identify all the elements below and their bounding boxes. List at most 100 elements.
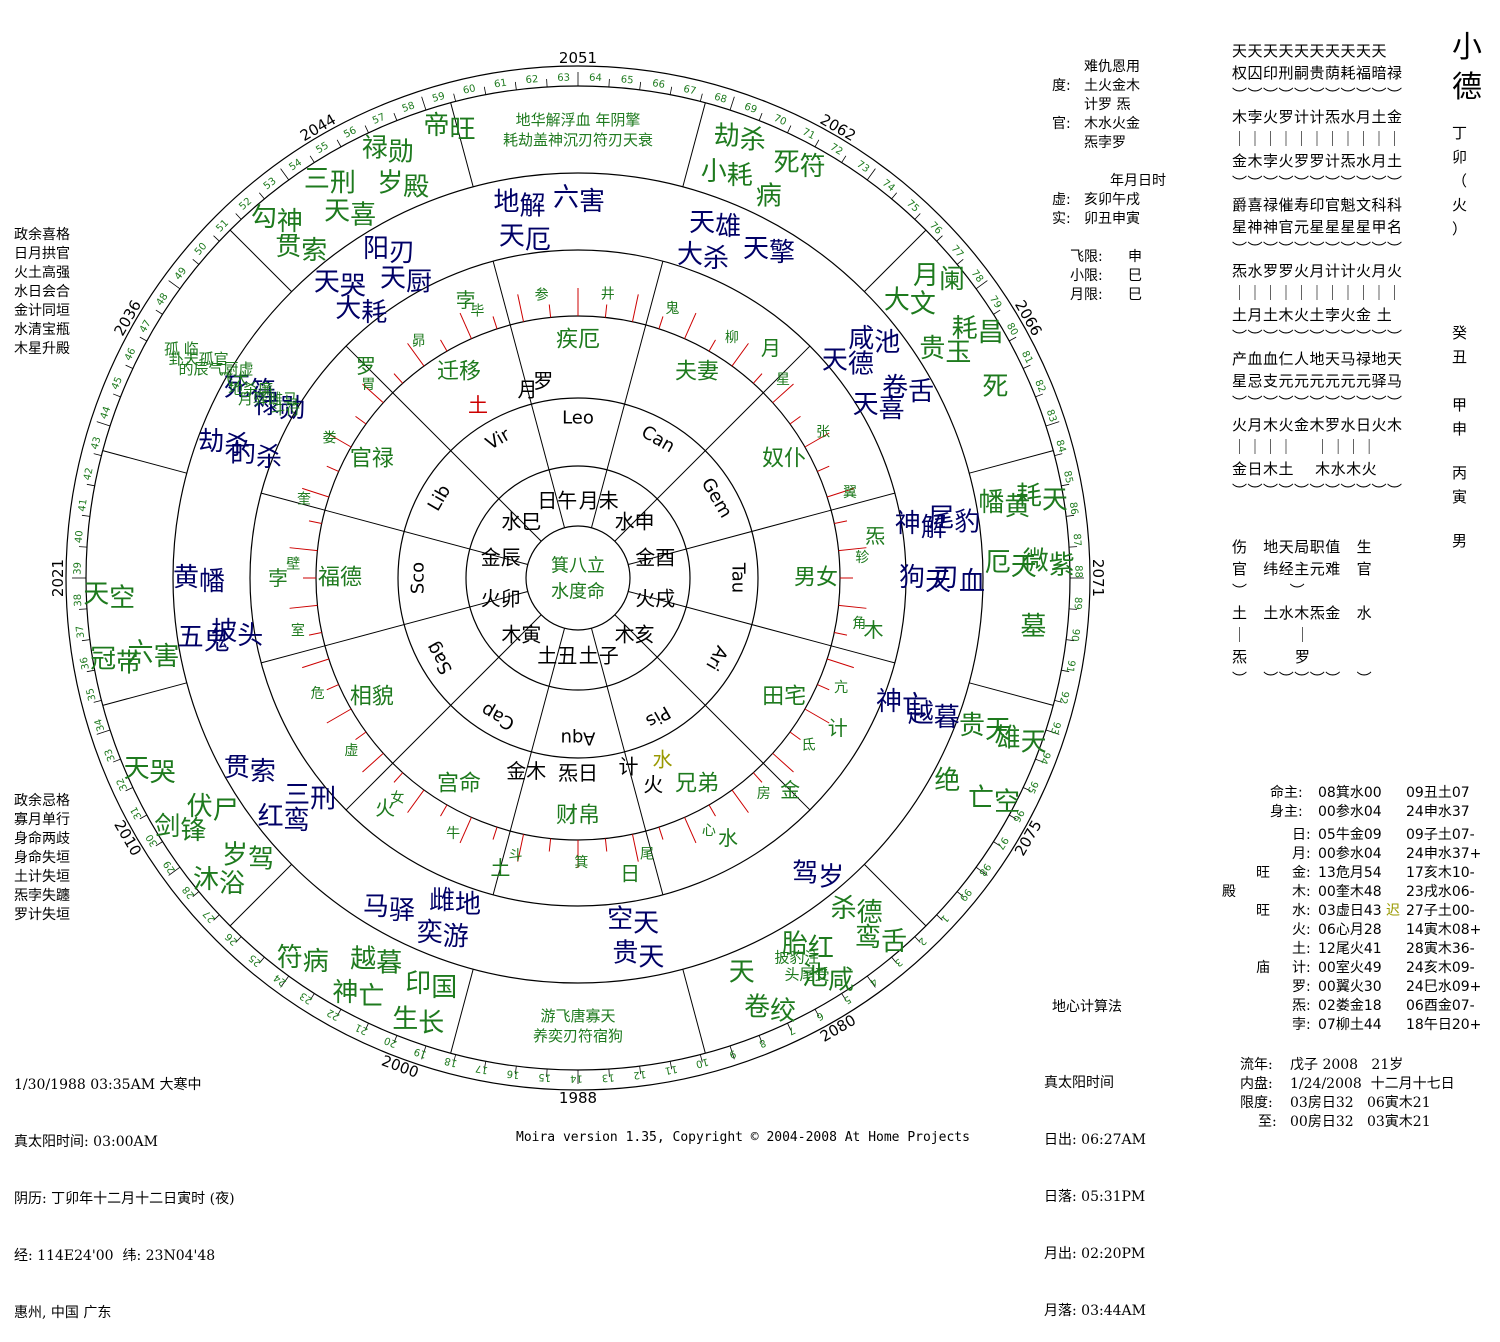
house-outer-divider: [682, 102, 706, 187]
house-star: 亡: [902, 691, 928, 721]
house-star: 死: [224, 373, 250, 403]
copyright: Moira version 1.35, Copyright © 2004-200…: [516, 1130, 970, 1145]
palace-divider: [590, 628, 647, 832]
mansion-tick: [817, 684, 830, 691]
mansion-tick: [459, 312, 472, 339]
planet-label: 火:: [1292, 922, 1311, 938]
year-label: 2075: [1011, 817, 1046, 859]
year-label: 2036: [110, 297, 145, 339]
outer-tick: [213, 235, 220, 242]
outer-tick: [956, 258, 964, 265]
outer-tick: [453, 93, 457, 102]
outer-number: 67: [682, 84, 697, 98]
palace-grid-row: 官 纬经主元难 官: [1232, 560, 1373, 578]
house-star: 马: [363, 892, 389, 922]
house-outer-divider: [450, 102, 474, 187]
mansion-tick: [684, 312, 697, 339]
mansion-label: 尾: [640, 847, 654, 863]
planet-pos-2: 14寅木08+: [1406, 922, 1482, 938]
house-star: 锋: [180, 816, 206, 846]
left-bad-patterns: 政余忌格寡月单行身命两歧身命失垣土计失垣炁孛失躔罗计失垣: [14, 792, 70, 925]
mansion-tick: [752, 772, 763, 783]
zodiac-sign: Leo: [562, 408, 594, 429]
house-star: 禄: [253, 390, 279, 420]
house-star: 空: [109, 583, 135, 613]
outer-tick: [364, 1023, 369, 1031]
location: 惠州, 中国 广东: [14, 1305, 112, 1321]
outer-tick: [1035, 393, 1044, 398]
palace-divider: [392, 614, 542, 764]
palace-grid-row: 伤 地天局职值 生: [1232, 538, 1373, 556]
house-star: 杀: [703, 244, 729, 274]
planet-pos-2: 09子土07-: [1406, 827, 1475, 843]
outer-number: 88: [1072, 565, 1083, 578]
palace-name: 福德: [318, 566, 362, 591]
mansion-tick: [362, 752, 384, 773]
zodiac-sign: Pis: [642, 701, 674, 732]
house-outer-divider: [682, 969, 706, 1054]
house-star: 害: [579, 187, 605, 217]
outer-tick: [155, 309, 163, 315]
pattern-bad: 罗计失垣: [14, 907, 70, 923]
mansion-tick: [355, 415, 367, 425]
outer-tick: [1066, 514, 1075, 517]
house-star: 尸: [213, 796, 239, 826]
mansion-tick: [731, 789, 749, 813]
outer-tick: [86, 669, 95, 673]
mansion-label: 张: [816, 425, 830, 441]
mansion-tick: [772, 752, 794, 773]
house-minor-star: 养奕刃符宿狗: [533, 1027, 623, 1045]
branch-label: 木寅: [501, 623, 541, 647]
house-star: 杀: [831, 894, 857, 924]
label-ming-zhu: 命主:: [1270, 785, 1303, 801]
house-star: 冠: [90, 645, 116, 675]
label-small-limit: 小限:: [1070, 268, 1103, 284]
house-star: 越: [908, 699, 934, 729]
pattern-bad: 身命两歧: [14, 831, 70, 847]
mansion-tick: [302, 658, 329, 669]
house-star: 空: [607, 905, 633, 935]
outer-tick: [546, 78, 548, 87]
house-star: 阳: [363, 234, 389, 264]
mansion-label: 奎: [297, 491, 311, 507]
house-star: 贵: [919, 334, 945, 364]
outer-number: 17: [475, 1062, 490, 1075]
house-star: 绞: [770, 996, 796, 1026]
outer-number: 85: [1061, 470, 1074, 485]
mansion-label: 氐: [802, 738, 816, 754]
mansion-tick: [517, 834, 525, 862]
outer-tick: [421, 96, 427, 111]
house-star: 病: [756, 182, 782, 212]
house-star: 天: [314, 268, 340, 298]
house-star: 舌: [881, 927, 907, 957]
side-char: 寅: [1452, 488, 1468, 506]
house-star: 小: [701, 157, 727, 187]
house-star: 玉: [945, 338, 971, 368]
house-star: 幡: [978, 488, 1004, 518]
grid-row: ｜｜｜｜ ｜｜｜｜: [1232, 438, 1378, 456]
outer-tick: [139, 336, 148, 342]
outer-number: 40: [74, 530, 86, 544]
outer-tick: [1054, 699, 1063, 703]
house-star: 天: [324, 197, 350, 227]
outer-number: 90: [1069, 628, 1081, 642]
mansion-tick: [817, 465, 830, 472]
house-star: 天: [1021, 728, 1047, 758]
branch-label: 火卯: [481, 587, 521, 611]
ring-planet: 孛: [456, 288, 476, 312]
mansion-tick: [289, 604, 318, 609]
outer-tick: [421, 1045, 427, 1060]
pattern-bad: 身命失垣: [14, 850, 70, 866]
mansion-label: 心: [702, 823, 716, 839]
mansion-tick: [440, 804, 448, 817]
house-star: 黄: [1004, 492, 1030, 522]
house-star: 天: [1011, 552, 1037, 582]
outer-tick: [787, 1023, 792, 1031]
house-star: 六: [128, 638, 154, 668]
house-divider: [762, 345, 811, 394]
mansion-tick: [302, 487, 329, 498]
house-star: 的: [230, 439, 256, 469]
planet-pos-1: 05牛金09: [1318, 827, 1382, 843]
value-fly-limit: 申: [1128, 249, 1142, 265]
